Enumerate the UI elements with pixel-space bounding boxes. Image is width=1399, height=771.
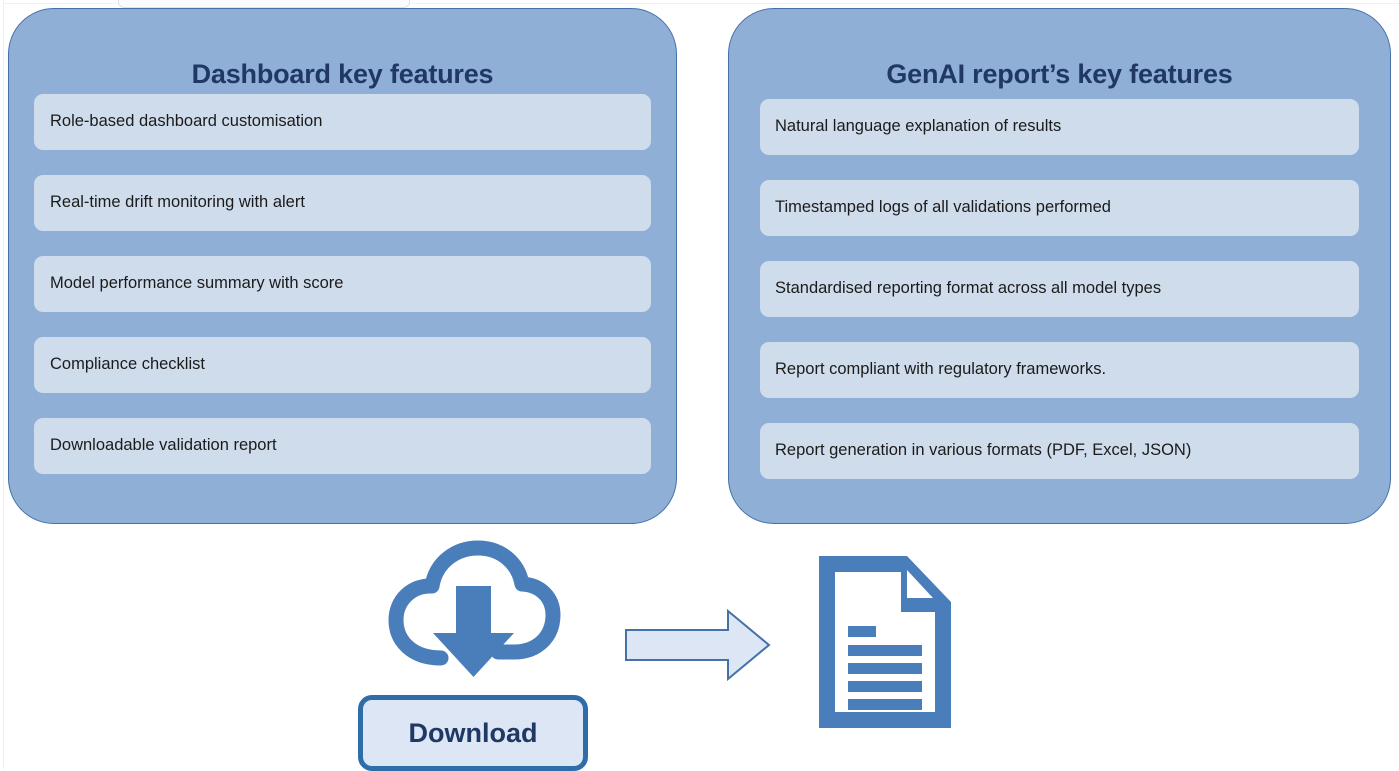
feature-label: Real-time drift monitoring with alert — [50, 193, 305, 212]
list-item[interactable]: Natural language explanation of results — [760, 99, 1359, 155]
feature-label: Role-based dashboard customisation — [50, 112, 323, 131]
panel-dashboard-title: Dashboard key features — [191, 59, 494, 90]
list-item[interactable]: Timestamped logs of all validations perf… — [760, 180, 1359, 236]
list-item[interactable]: Compliance checklist — [34, 337, 651, 393]
feature-label: Natural language explanation of results — [775, 117, 1062, 136]
feature-label: Timestamped logs of all validations perf… — [775, 198, 1111, 217]
list-item[interactable]: Standardised reporting format across all… — [760, 261, 1359, 317]
feature-label: Model performance summary with score — [50, 274, 344, 293]
bottom-graphics-row: Download — [0, 524, 1399, 771]
feature-label: Compliance checklist — [50, 355, 205, 374]
download-group: Download — [358, 540, 588, 771]
download-button-label: Download — [408, 717, 538, 748]
panel-dashboard-feature-list: Role-based dashboard customisation Real-… — [9, 94, 676, 499]
top-divider — [3, 3, 1399, 4]
document-report-icon — [819, 556, 951, 728]
list-item[interactable]: Role-based dashboard customisation — [34, 94, 651, 150]
cloud-download-icon — [388, 540, 561, 677]
list-item[interactable]: Real-time drift monitoring with alert — [34, 175, 651, 231]
panel-genai-report-key-features: GenAI report’s key features Natural lang… — [728, 8, 1391, 524]
panel-genai-title: GenAI report’s key features — [886, 59, 1233, 90]
panel-genai-feature-list: Natural language explanation of results … — [729, 99, 1390, 504]
download-button[interactable]: Download — [358, 695, 588, 771]
panel-dashboard-key-features: Dashboard key features Role-based dashbo… — [8, 8, 677, 524]
feature-label: Report generation in various formats (PD… — [775, 441, 1192, 460]
feature-label: Standardised reporting format across all… — [775, 279, 1162, 298]
right-arrow-icon — [625, 608, 771, 682]
list-item[interactable]: Downloadable validation report — [34, 418, 651, 474]
feature-label: Downloadable validation report — [50, 436, 277, 455]
cropped-toolbar-artifact — [118, 0, 410, 8]
list-item[interactable]: Model performance summary with score — [34, 256, 651, 312]
left-divider — [3, 0, 4, 769]
list-item[interactable]: Report generation in various formats (PD… — [760, 423, 1359, 479]
list-item[interactable]: Report compliant with regulatory framewo… — [760, 342, 1359, 398]
feature-label: Report compliant with regulatory framewo… — [775, 360, 1107, 379]
